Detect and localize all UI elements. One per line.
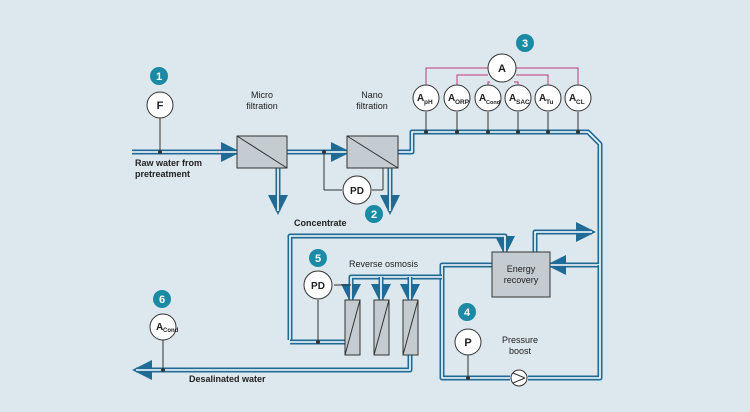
analyzer-main-label: A: [509, 93, 516, 104]
concentrate-label: Concentrate: [294, 218, 347, 228]
ro-feed-pipe: [439, 262, 510, 381]
micro-filtration-unit: [236, 135, 288, 169]
ro-modules: [344, 299, 419, 356]
svg-text:2: 2: [371, 209, 377, 221]
cond-output-sub: Cond: [163, 328, 179, 334]
analyzer-main-label: A: [569, 93, 576, 104]
pressure-boost-label: Pressure boost: [502, 335, 538, 356]
analyzer-sub-label: Cond: [486, 100, 500, 106]
nano-filtration-unit: [346, 135, 399, 169]
pd-instrument-nano: PD: [342, 175, 372, 205]
svg-text:Nano: Nano: [361, 90, 383, 100]
analyzer-hub: A: [487, 53, 517, 83]
marker-6: 6: [153, 290, 171, 308]
analyzer-sub-label: CL: [576, 99, 585, 106]
analyzer-hub-label: A: [498, 63, 506, 75]
pressure-pump-icon: [510, 369, 528, 387]
svg-text:Raw water from: Raw water from: [135, 158, 202, 168]
reverse-osmosis-label: Reverse osmosis: [349, 259, 419, 269]
marker-4: 4: [458, 303, 476, 321]
analyzer-sub-label: ORP: [455, 99, 470, 106]
micro-filtration-label: Micro filtration: [246, 90, 278, 111]
analyzer-sub-label: Tu: [546, 99, 553, 106]
flow-instrument-label: F: [157, 100, 164, 112]
instrument-lines: [159, 118, 469, 378]
analyzer-main-label: A: [448, 93, 455, 104]
svg-text:4: 4: [464, 307, 471, 319]
energy-recovery-label: Energy recovery: [504, 264, 539, 285]
analyzer-sub-label: pH: [424, 99, 433, 106]
energy-recovery-unit: [491, 251, 551, 298]
pd-ro-label: PD: [311, 281, 325, 292]
product-pipe: [132, 355, 413, 380]
svg-text:Micro: Micro: [251, 90, 273, 100]
marker-5: 5: [309, 249, 327, 267]
svg-text:Pressure: Pressure: [502, 335, 538, 345]
svg-text:Energy: Energy: [507, 264, 536, 274]
svg-text:1: 1: [156, 71, 162, 83]
nano-filtration-label: Nano filtration: [356, 90, 388, 111]
concentrate-loop-pipe: [532, 222, 596, 254]
svg-text:filtration: filtration: [246, 101, 278, 111]
pd-nano-label: PD: [350, 186, 364, 197]
analyzer-main-label: A: [539, 93, 546, 104]
pressure-return-pipe: [528, 265, 603, 381]
analyzer-main-label: A: [417, 93, 424, 104]
analyzer-stems: [425, 112, 579, 132]
svg-text:boost: boost: [509, 346, 532, 356]
svg-text:recovery: recovery: [504, 275, 539, 285]
raw-water-label: Raw water from pretreatment: [135, 158, 202, 179]
cond-output-analyzer: A Cond: [149, 313, 179, 341]
svg-text:filtration: filtration: [356, 101, 388, 111]
svg-text:pretreatment: pretreatment: [135, 169, 190, 179]
svg-text:3: 3: [522, 38, 528, 50]
marker-3: 3: [516, 34, 534, 52]
junction-dots: [158, 130, 580, 380]
pd-instrument-ro: PD: [303, 270, 333, 300]
analyzer-main-label: A: [479, 93, 486, 104]
analyzer-sub-label: SAC: [516, 99, 530, 106]
flow-instrument: F: [146, 91, 174, 119]
marker-2: 2: [365, 205, 383, 223]
concentrate-pipe: [287, 233, 515, 340]
marker-1: 1: [150, 67, 168, 85]
pressure-instrument: P: [454, 328, 482, 356]
pipe-network: [132, 129, 603, 381]
cond-output-main: A: [156, 322, 163, 333]
nano-outlet-pipe: [398, 129, 603, 275]
ro-header-pipe: [341, 274, 442, 304]
svg-text:6: 6: [159, 294, 165, 306]
signal-lines: [425, 67, 579, 85]
svg-text:5: 5: [315, 253, 321, 265]
pressure-instrument-label: P: [464, 337, 471, 349]
desalinated-water-label: Desalinated water: [189, 374, 266, 384]
